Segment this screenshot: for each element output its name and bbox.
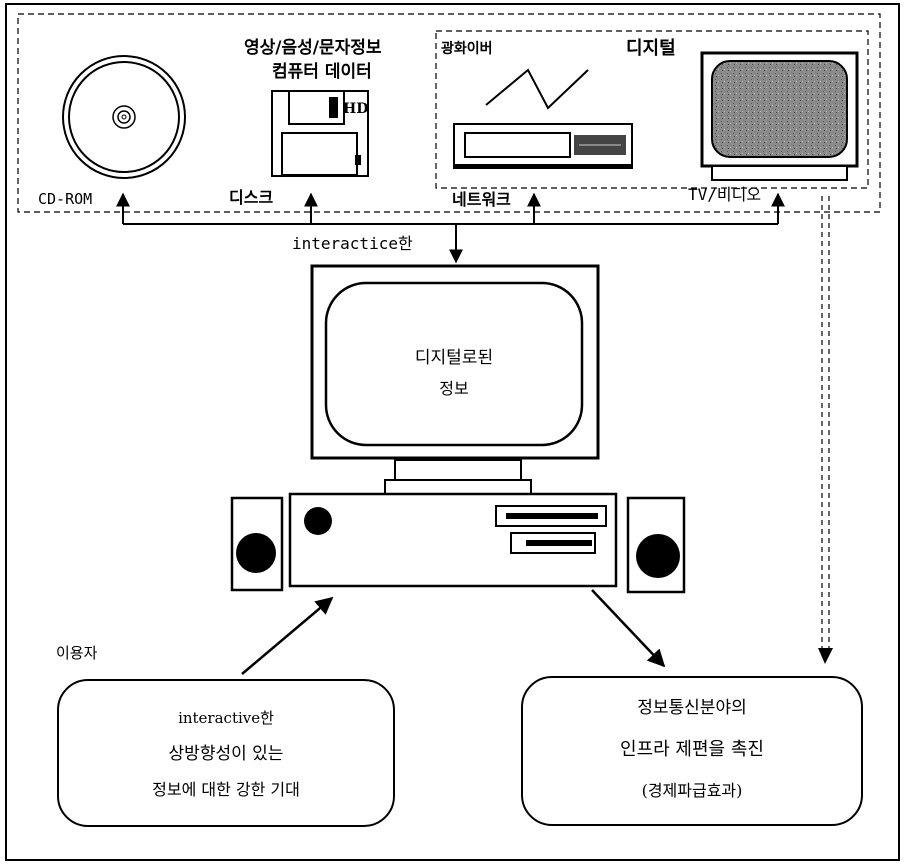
monitor-text-line2: 정보 [439, 379, 469, 398]
monitor-text-line1: 디지털로된 [414, 348, 494, 368]
user-box-line3: 정보에 대한 강한 기대 [152, 780, 300, 799]
left-speaker-icon [230, 496, 284, 592]
tv-dashed-arrowhead [818, 648, 833, 664]
media-group-frame [17, 13, 881, 213]
network-tv-group-frame [435, 30, 869, 189]
main-monitor-icon [310, 264, 600, 495]
right-speaker-icon [626, 496, 686, 594]
outcome-box-line1: 정보통신분야의 [637, 698, 747, 718]
tv-video-label: TV/비디오 [688, 185, 762, 204]
floppy-disk-icon [271, 90, 369, 177]
cdrom-icon [62, 55, 186, 179]
floppy-hd-mark: HD [343, 101, 369, 117]
interactive-flow-label: interactice한 [292, 234, 413, 253]
network-label: 네트워크 [452, 190, 511, 209]
digital-label: 디지털 [626, 38, 676, 59]
arrow-user-to-computer [241, 596, 334, 675]
cdrom-label: CD-ROM [38, 190, 93, 208]
outcome-box [521, 676, 863, 826]
fiber-label: 광화이버 [441, 41, 493, 57]
tv-icon [700, 51, 859, 181]
disk-label: 디스크 [229, 188, 274, 207]
disk-caption-line1: 영상/음성/문자정보 [244, 38, 382, 58]
fiber-signal-line [485, 68, 589, 110]
outcome-box-line3: (경제파급효과) [641, 781, 743, 800]
arrow-computer-to-outcome [591, 589, 666, 668]
user-label: 이용자 [56, 644, 98, 662]
disk-caption-line2: 컴퓨터 데이터 [272, 62, 372, 82]
user-box-line1: interactive한 [178, 709, 274, 727]
outcome-box-line2: 인프라 제편을 촉진 [620, 739, 764, 760]
user-expectation-box [57, 679, 395, 827]
user-box-line2: 상방향성이 있는 [168, 744, 284, 764]
computer-unit-icon [288, 492, 618, 588]
outer-frame [5, 3, 900, 861]
network-device-icon [453, 123, 633, 169]
